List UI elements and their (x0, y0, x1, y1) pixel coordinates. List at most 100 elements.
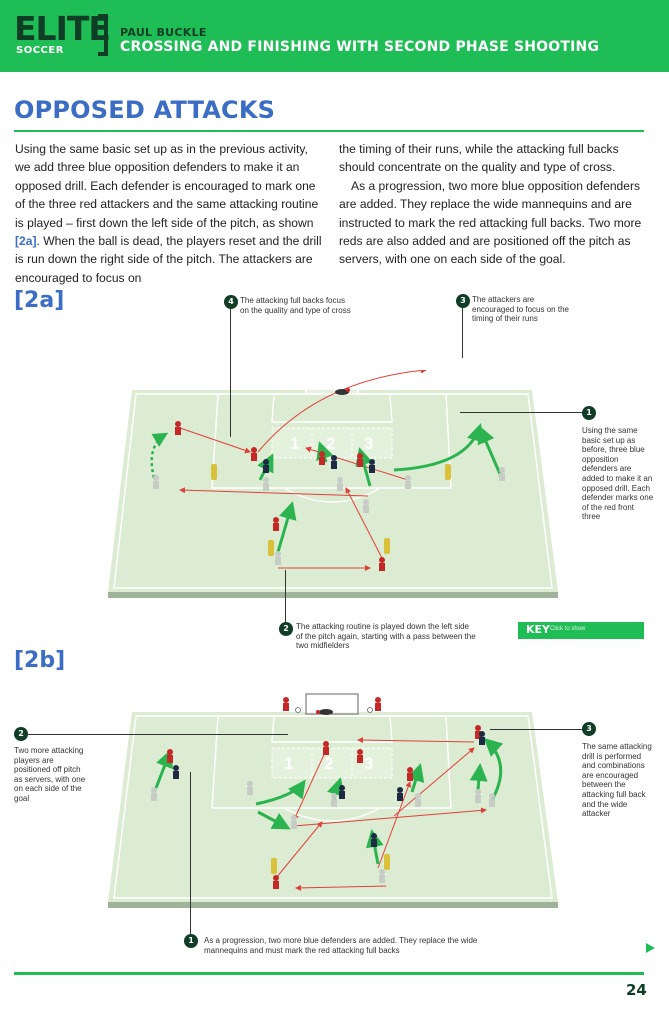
grey-player (363, 499, 369, 513)
pass-arrow (179, 427, 251, 454)
elite-soccer-logo: ELITE SOCCER (14, 9, 111, 58)
diagram-reference-link[interactable]: [2a] (15, 234, 37, 249)
grey-player (489, 793, 495, 807)
yellow-mannequin (384, 538, 390, 554)
next-page-arrow-icon[interactable] (646, 943, 655, 953)
goalkeeper (335, 388, 350, 395)
callout-badge: 2 (14, 727, 28, 741)
callout-leader (460, 412, 582, 413)
body-paragraph: As a progression, two more blue oppositi… (339, 178, 642, 267)
grey-player (379, 869, 385, 883)
callout-text: The attackers are encouraged to focus on… (472, 295, 569, 324)
pass-arrow (345, 487, 385, 563)
pass-arrow (293, 745, 329, 821)
pitch-diagram-2b: 1 2 3 (108, 693, 558, 908)
callout-badge: 1 (582, 406, 596, 420)
red-attacker (175, 421, 181, 435)
ball (295, 707, 301, 713)
yellow-mannequin (268, 540, 274, 556)
run-arrow (483, 737, 504, 801)
callout-text: Using the same basic set up as before, t… (582, 426, 654, 522)
key-toggle-button[interactable]: KEY Click to show (518, 622, 644, 639)
header-bar: ELITE SOCCER PAUL BUCKLE CROSSING AND FI… (0, 0, 669, 72)
blue-defender (371, 833, 377, 847)
zone-box (271, 747, 393, 779)
red-attacker (251, 447, 257, 461)
footer-divider (14, 972, 644, 975)
goal (305, 375, 359, 395)
cross-arrow (257, 370, 427, 453)
red-attacker (357, 749, 363, 763)
callout-badge: 2 (279, 622, 293, 636)
red-attacker (407, 767, 413, 781)
goal-net (306, 376, 358, 394)
grey-player (331, 793, 337, 807)
run-arrow (255, 779, 306, 806)
yellow-mannequin (271, 858, 277, 874)
yellow-mannequin (445, 464, 451, 480)
grey-player (151, 787, 157, 801)
zone-2-label: 2 (326, 434, 335, 453)
pitch-diagram-2a: 1 2 3 (108, 370, 558, 598)
pass-arrow (357, 737, 475, 744)
diagram-label-2a: [2a] (14, 288, 65, 313)
red-attacker (323, 741, 329, 755)
zone-1-label: 1 (290, 434, 299, 453)
callout-text: The attacking routine is played down the… (296, 622, 476, 651)
callout-badge: 1 (184, 934, 198, 948)
run-arrow (393, 423, 485, 472)
pass-arrow (293, 807, 487, 827)
yellow-mannequin (211, 464, 217, 480)
callout-text: Two more attacking players are positione… (14, 746, 86, 803)
callout-text: As a progression, two more blue defender… (204, 936, 478, 955)
session-title: CROSSING AND FINISHING WITH SECOND PHASE… (120, 39, 600, 55)
diagram-label-2b: [2b] (14, 648, 66, 673)
pass-arrow (393, 747, 475, 817)
blue-defender (331, 455, 337, 469)
body-column-right: the timing of their runs, while the atta… (339, 140, 649, 269)
body-text: . When the ball is dead, the players res… (15, 234, 322, 285)
six-yard-box (271, 715, 393, 743)
zone-2-label: 2 (324, 754, 333, 773)
zone-3-label: 3 (364, 434, 373, 453)
red-server (283, 697, 289, 711)
run-arrow (257, 810, 291, 830)
callout-badge: 3 (456, 294, 470, 308)
blue-defender (479, 731, 485, 745)
grey-player (275, 551, 281, 565)
red-attacker (167, 749, 173, 763)
grey-player (263, 477, 269, 491)
ball (367, 707, 373, 713)
blue-defender (173, 765, 179, 779)
run-arrow (276, 501, 297, 553)
grey-player (475, 789, 481, 803)
key-hint: Click to show (550, 626, 586, 632)
goal (305, 693, 359, 715)
body-text: Using the same basic set up as in the pr… (15, 142, 319, 230)
grey-player (153, 475, 159, 489)
callout-leader (285, 570, 286, 622)
blue-defender (263, 459, 269, 473)
grey-player (405, 475, 411, 489)
yellow-mannequin (384, 854, 390, 870)
body-paragraph: Using the same basic set up as in the pr… (15, 140, 325, 287)
penalty-arc (283, 807, 381, 822)
callout-badge: 4 (224, 295, 238, 309)
run-arrow (406, 763, 425, 793)
red-attacker (273, 875, 279, 889)
callout-leader (462, 308, 463, 358)
section-heading: OPPOSED ATTACKS (14, 96, 276, 124)
body-column-left: Using the same basic set up as in the pr… (15, 140, 325, 287)
blue-defender (397, 787, 403, 801)
callout-leader (230, 309, 231, 437)
pass-arrow (377, 781, 412, 869)
pass-arrow (275, 821, 323, 879)
callout-badge: 3 (582, 722, 596, 736)
callout-leader (490, 729, 582, 730)
red-attacker (475, 725, 481, 739)
callout-leader (28, 734, 288, 735)
pitch-surface (108, 390, 558, 592)
pitch-edge (108, 902, 558, 908)
grey-player (291, 815, 297, 829)
logo-wordmark: ELITE (14, 9, 111, 48)
